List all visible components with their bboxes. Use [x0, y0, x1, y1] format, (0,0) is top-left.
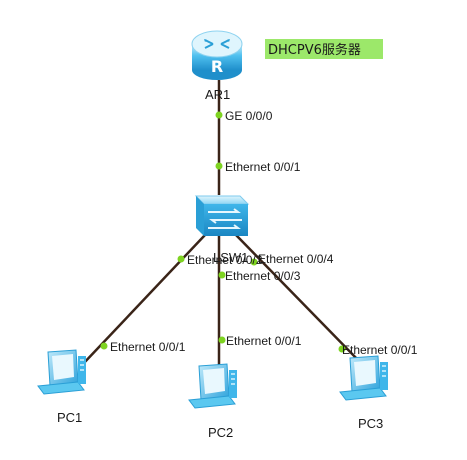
- port-label-switch-e003: Ethernet 0/0/3: [225, 269, 301, 283]
- pc-icon: [188, 363, 237, 409]
- port-dots: [100, 111, 346, 353]
- pc2[interactable]: PC2: [188, 363, 237, 440]
- dhcpv6-server-note: DHCPV6服务器: [265, 39, 383, 59]
- link-switch-pc3[interactable]: [235, 234, 361, 363]
- port-dot-pc3-e001: [338, 345, 346, 353]
- port-label-pc3-e001: Ethernet 0/0/1: [342, 343, 418, 357]
- port-dot-switch-e001: [215, 162, 223, 170]
- port-dot-switch-e002: [177, 255, 185, 263]
- port-label-router-ge000: GE 0/0/0: [225, 109, 273, 123]
- note-text: DHCPV6服务器: [268, 42, 361, 58]
- port-label-pc1-e001: Ethernet 0/0/1: [110, 340, 186, 354]
- switch-lsw1[interactable]: LSW1: [194, 195, 250, 265]
- port-dot-switch-e004: [250, 258, 258, 266]
- port-dot-router-ge000: [215, 111, 223, 119]
- pc3-label: PC3: [358, 416, 383, 431]
- port-labels: GE 0/0/0 Ethernet 0/0/1 Ethernet 0/0/2 E…: [110, 109, 418, 357]
- router-ar1[interactable]: R AR1: [191, 30, 243, 102]
- switch-icon: [194, 195, 250, 236]
- port-label-switch-e004: Ethernet 0/0/4: [258, 252, 334, 266]
- svg-text:R: R: [211, 57, 223, 76]
- switch-label: LSW1: [213, 250, 248, 265]
- port-dot-pc1-e001: [100, 342, 108, 350]
- router-label: AR1: [205, 87, 230, 102]
- port-label-switch-e002: Ethernet 0/0/2: [187, 253, 263, 267]
- port-dot-switch-e003: [218, 271, 226, 279]
- note-background: [265, 39, 383, 59]
- port-dot-pc2-e001: [218, 336, 226, 344]
- pc-icon: [339, 355, 388, 401]
- pc-icon: [37, 349, 86, 395]
- port-label-pc2-e001: Ethernet 0/0/1: [226, 334, 302, 348]
- pc3[interactable]: PC3: [339, 355, 388, 431]
- pc1-label: PC1: [57, 410, 82, 425]
- pc1[interactable]: PC1: [37, 349, 86, 425]
- router-icon: R: [191, 30, 243, 80]
- pc2-label: PC2: [208, 425, 233, 440]
- port-label-switch-e001: Ethernet 0/0/1: [225, 160, 301, 174]
